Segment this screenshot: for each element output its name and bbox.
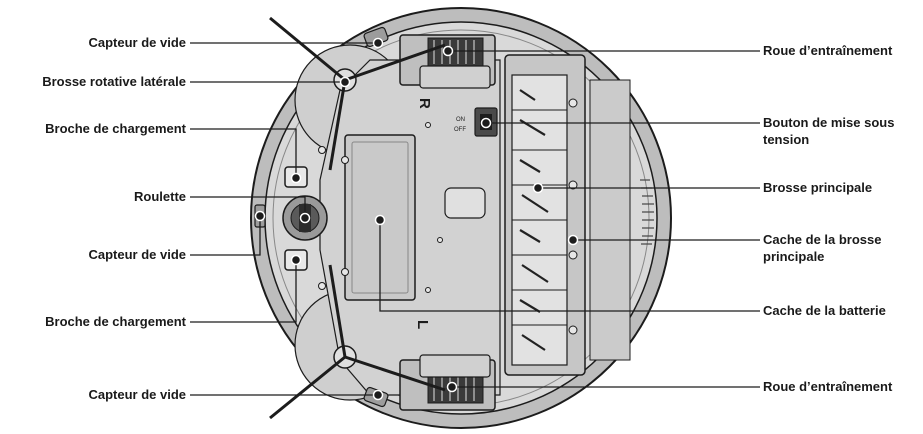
side-panel xyxy=(589,79,631,361)
leader-right-3-dot xyxy=(532,182,544,194)
label-left-5: Capteur de vide xyxy=(88,247,186,262)
main-brush-bristles xyxy=(519,89,549,351)
label-right-5-line-1: Cache de la batterie xyxy=(763,303,886,318)
leader-left-2-dot xyxy=(339,76,351,88)
leader-left-1-dot xyxy=(372,37,384,49)
leader-left-4 xyxy=(190,196,306,218)
body-screws xyxy=(318,122,443,293)
leader-right-6-dot xyxy=(446,381,458,393)
center-slot xyxy=(444,187,486,219)
drive-wheel-top xyxy=(399,34,496,89)
switch-label-on: ON xyxy=(456,117,465,123)
label-right-2-line-1: Bouton de mise sous xyxy=(763,115,895,130)
leader-left-5-dot xyxy=(254,210,266,222)
brush-cover-screws xyxy=(568,98,578,335)
switch-label-off: OFF xyxy=(454,127,466,133)
leader-left-5 xyxy=(190,216,261,256)
leader-right-2-dot xyxy=(480,117,492,129)
robot-body xyxy=(250,7,672,429)
leader-right-1-dot xyxy=(442,45,454,57)
label-right-1: Roue d’entraînement xyxy=(763,42,892,59)
label-right-3: Brosse principale xyxy=(763,179,872,196)
leader-left-6 xyxy=(190,260,297,323)
label-right-2-line-2: tension xyxy=(763,132,810,147)
label-right-2: Bouton de mise sous tension xyxy=(763,114,894,148)
leader-left-7-dot xyxy=(372,389,384,401)
label-right-5: Cache de la batterie xyxy=(763,302,886,319)
label-left-4: Roulette xyxy=(134,189,186,204)
label-left-1: Capteur de vide xyxy=(88,35,186,50)
leader-left-3-dot xyxy=(290,172,302,184)
label-right-6-line-1: Roue d’entraînement xyxy=(763,379,893,394)
label-right-4-line-1: Cache de la brosse xyxy=(763,232,882,247)
label-left-7: Capteur de vide xyxy=(88,387,186,402)
label-left-2: Brosse rotative latérale xyxy=(42,74,186,89)
side-letter-bottom: L xyxy=(414,320,431,329)
side-brush-bottom xyxy=(269,264,446,420)
leader-left-4-dot xyxy=(299,212,311,224)
leader-left-6-dot xyxy=(290,254,302,266)
label-right-1-line-1: Roue d’entraînement xyxy=(763,43,893,58)
drive-wheel-bottom xyxy=(399,354,496,411)
label-right-3-line-1: Brosse principale xyxy=(763,180,873,195)
main-brush-cover-bars xyxy=(512,109,567,326)
label-left-3: Broche de chargement xyxy=(45,121,186,136)
leader-right-5 xyxy=(379,220,760,312)
leader-right-4-dot xyxy=(567,234,579,246)
side-letter-top: R xyxy=(416,98,433,109)
label-right-4: Cache de la brosse principale xyxy=(763,231,882,265)
leader-lines xyxy=(190,37,760,401)
label-left-6: Broche de chargement xyxy=(45,314,186,329)
leader-left-3 xyxy=(190,128,297,178)
label-right-6: Roue d’entraînement xyxy=(763,378,892,395)
label-right-4-line-2: principale xyxy=(763,249,825,264)
leader-right-5-dot xyxy=(374,214,386,226)
